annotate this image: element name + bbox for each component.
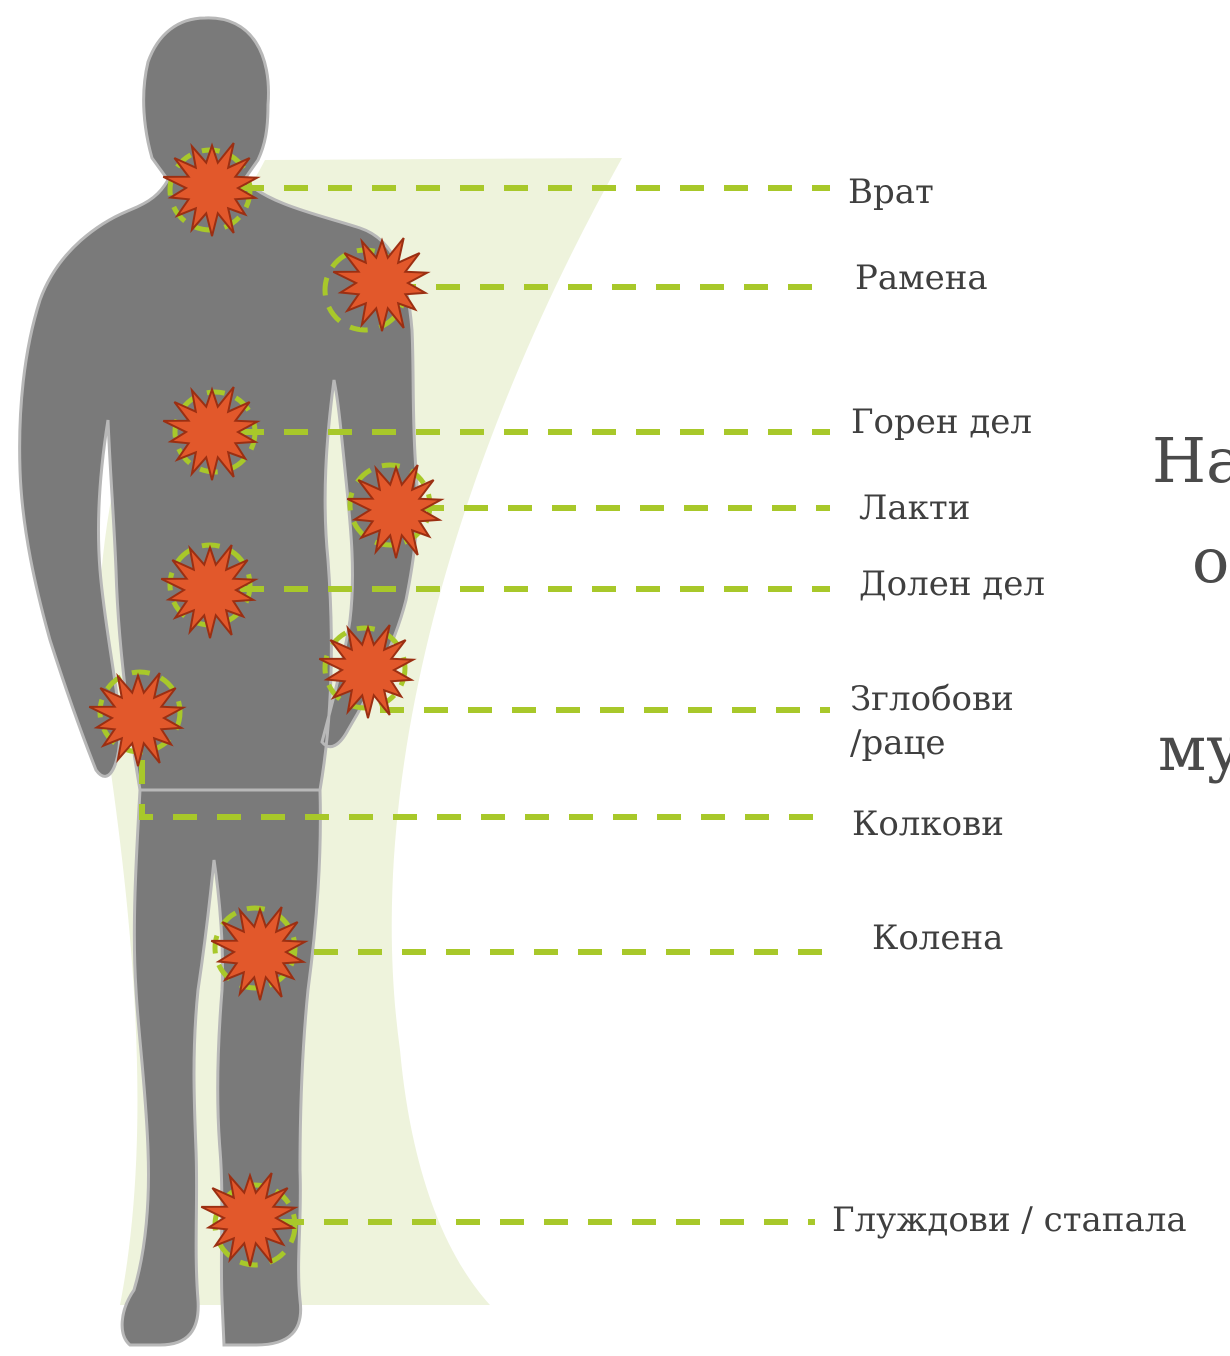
label-upper-back: Горен дел — [851, 402, 1032, 443]
label-shoulders: Рамена — [855, 258, 988, 299]
label-ankles-feet: Глуждови / стапала — [832, 1200, 1187, 1241]
legs — [122, 790, 320, 1345]
title-fragment-1: На — [1152, 430, 1230, 492]
label-wrists-hands: Зглобови /раце — [850, 677, 1014, 765]
label-lower-back: Долен дел — [859, 564, 1045, 605]
title-fragment-3: му — [1158, 718, 1230, 780]
label-neck: Врат — [848, 172, 934, 213]
label-hips: Колкови — [852, 804, 1004, 845]
label-knees: Колена — [872, 918, 1003, 959]
label-elbows: Лакти — [859, 488, 970, 529]
title-fragment-2: о — [1192, 530, 1229, 592]
head — [144, 18, 269, 180]
